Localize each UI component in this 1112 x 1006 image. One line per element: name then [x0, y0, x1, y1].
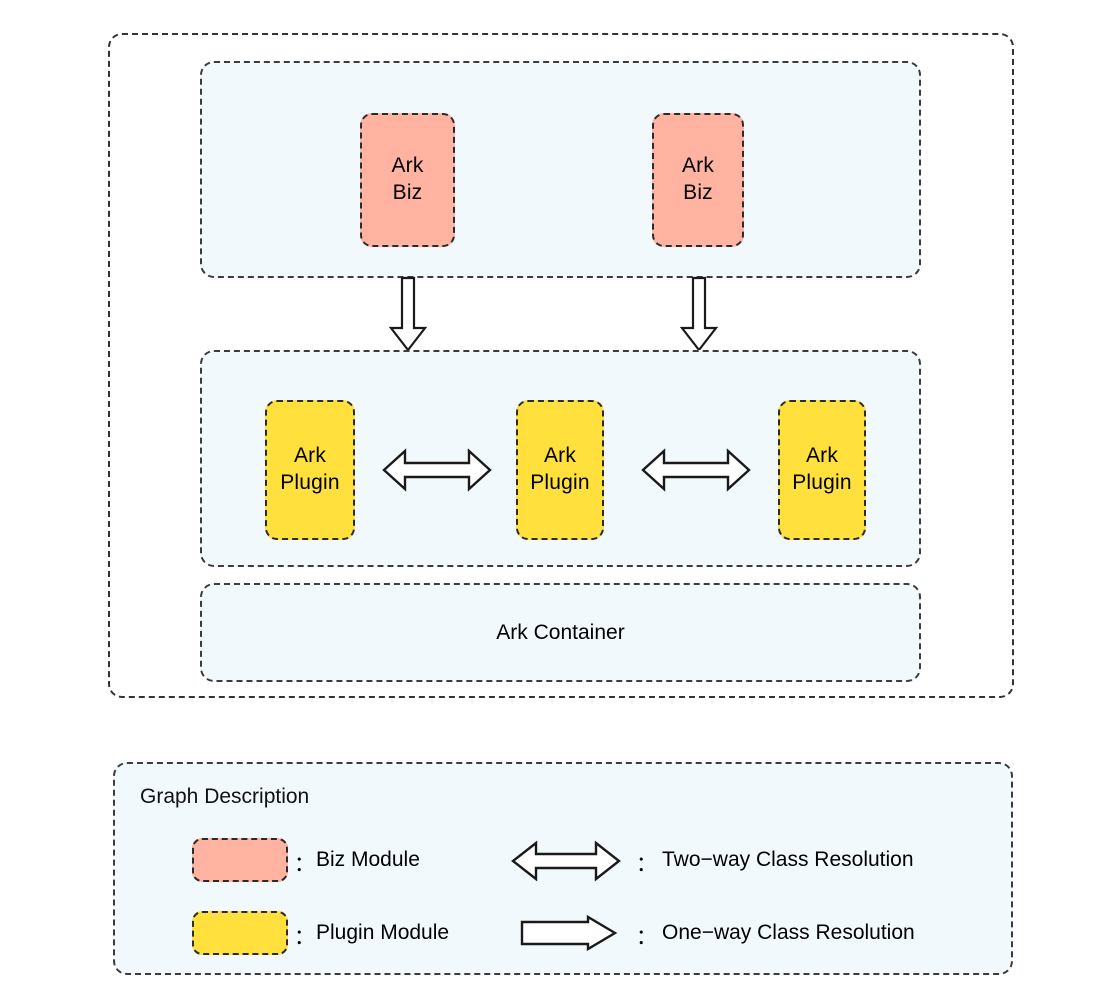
node-ark-plugin-1-line2: Plugin — [280, 471, 340, 494]
node-ark-plugin-3[interactable]: Ark Plugin — [778, 400, 866, 540]
node-ark-biz-1[interactable]: Ark Biz — [360, 113, 455, 247]
ark-container-group — [200, 583, 921, 682]
node-ark-plugin-3-line1: Ark — [805, 444, 839, 468]
one-way-arrow-biz1-to-plugin1 — [388, 276, 428, 352]
legend-swatch-plugin-module — [192, 911, 288, 955]
legend-colon-one-way: ： — [636, 926, 657, 949]
outer-architecture-boundary — [108, 33, 1014, 698]
node-ark-plugin-1[interactable]: Ark Plugin — [265, 400, 355, 540]
legend-title: Graph Description — [140, 785, 310, 808]
node-ark-biz-2-line2: Biz — [683, 181, 713, 204]
legend-swatch-biz-module — [192, 838, 288, 882]
node-ark-plugin-2[interactable]: Ark Plugin — [516, 400, 604, 540]
legend-two-way-arrow-icon — [510, 840, 622, 882]
legend-colon-biz-module: ： — [294, 853, 315, 876]
legend-label-two-way-class-resolution: Two−way Class Resolution — [662, 848, 914, 871]
node-ark-biz-1-line2: Biz — [392, 181, 423, 204]
biz-layer-group — [200, 61, 921, 278]
node-ark-biz-2[interactable]: Ark Biz — [652, 113, 744, 247]
node-ark-biz-1-line1: Ark — [391, 154, 424, 178]
two-way-arrow-plugin1-plugin2 — [381, 448, 493, 492]
two-way-arrow-plugin2-plugin3 — [640, 448, 752, 492]
legend-label-biz-module: Biz Module — [316, 848, 420, 871]
one-way-arrow-biz2-to-plugin2 — [679, 276, 719, 352]
legend-label-one-way-class-resolution: One−way Class Resolution — [662, 921, 915, 944]
node-ark-plugin-1-line1: Ark — [293, 444, 327, 468]
legend-label-plugin-module: Plugin Module — [316, 921, 450, 944]
legend-colon-plugin-module: ： — [294, 926, 315, 949]
ark-container-label: Ark Container — [496, 621, 625, 644]
node-ark-plugin-3-line2: Plugin — [792, 471, 852, 494]
legend-one-way-arrow-icon — [520, 914, 618, 952]
node-ark-biz-2-line1: Ark — [681, 154, 715, 178]
node-ark-plugin-2-line2: Plugin — [530, 471, 590, 494]
node-ark-plugin-2-line1: Ark — [543, 444, 577, 468]
legend-colon-two-way: ： — [636, 853, 657, 876]
